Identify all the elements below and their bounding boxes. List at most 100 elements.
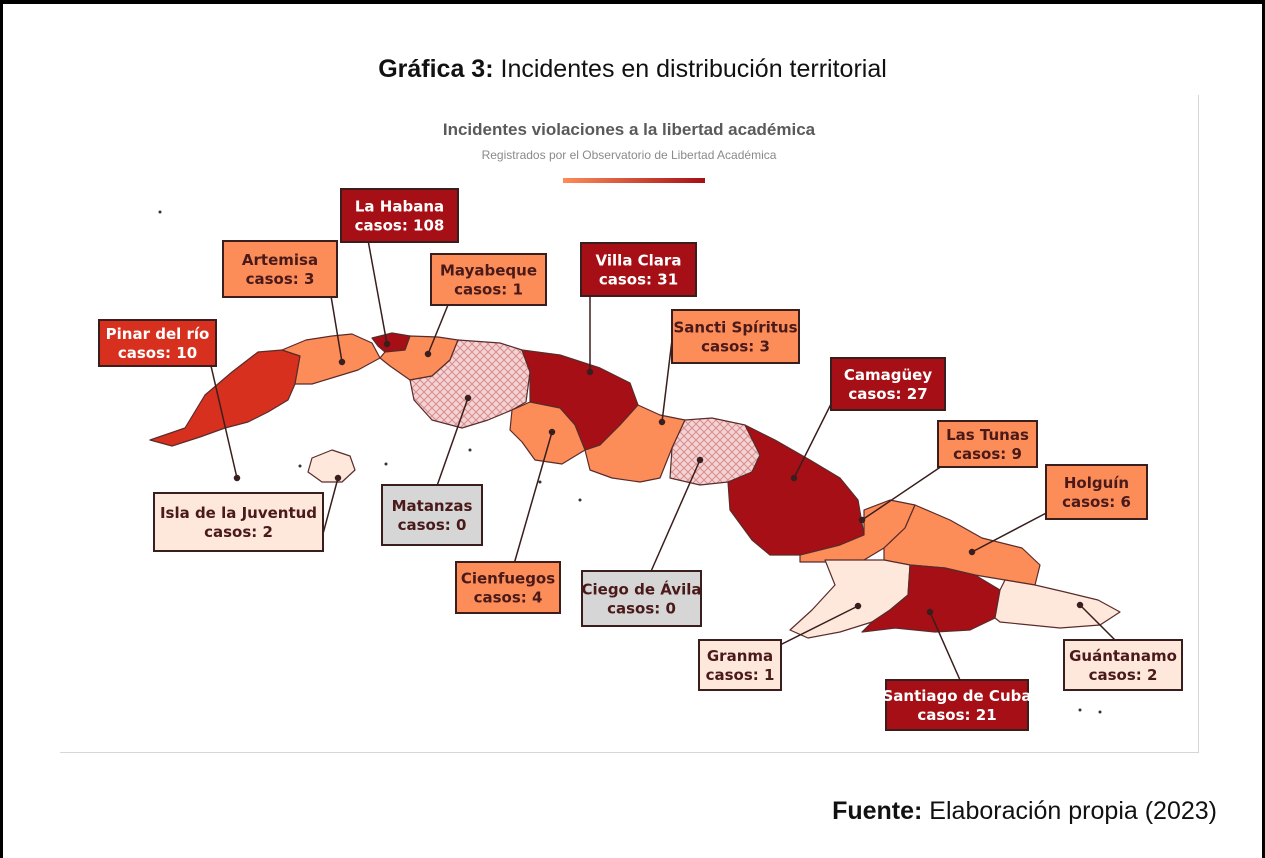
label-background	[1045, 464, 1148, 520]
province-artemisa	[281, 333, 381, 385]
province-name: Mayabeque	[440, 262, 537, 280]
color-legend-bar	[563, 178, 705, 183]
leader-dot-isla-de-la-juventud	[334, 474, 342, 482]
figure-source: Fuente: Elaboración propia (2023)	[832, 797, 1217, 826]
islet-dot	[298, 464, 302, 468]
label-background	[381, 484, 483, 546]
province-cases: casos: 3	[701, 338, 770, 356]
leader-line-granma	[769, 605, 859, 651]
label-background	[698, 639, 782, 691]
islet-dot	[1078, 708, 1082, 712]
leader-dot-cienfuegos	[548, 428, 556, 436]
province-cases: casos: 4	[474, 589, 543, 607]
islet-dot	[384, 462, 388, 466]
islet-dot	[538, 480, 542, 484]
leader-line-matanzas	[431, 397, 469, 501]
leader-dot-matanzas	[464, 394, 472, 402]
province-cases: casos: 108	[355, 217, 445, 235]
figure-caption: Gráfica 3: Incidentes en distribución te…	[0, 55, 1265, 84]
province-name: Camagüey	[844, 366, 932, 384]
islet-dot	[468, 448, 472, 452]
province-cases: casos: 9	[953, 445, 1022, 463]
leader-line-santiago-de-cuba	[929, 611, 961, 681]
province-name: Pinar del río	[106, 325, 210, 343]
province-la-habana	[371, 332, 411, 353]
caption-text: Incidentes en distribución territorial	[493, 55, 887, 83]
map-subtitle: Registrados por el Observatorio de Liber…	[481, 148, 777, 162]
province-cienfuegos	[509, 401, 586, 465]
leader-line-la-habana	[367, 239, 388, 345]
province-cases: casos: 21	[917, 706, 996, 724]
label-background	[830, 357, 946, 411]
province-name: Isla de la Juventud	[160, 504, 317, 522]
leader-dot-granma	[854, 602, 862, 610]
province-name: Villa Clara	[596, 252, 682, 270]
leader-dot-sancti-spiritus	[658, 418, 666, 426]
province-cases: casos: 1	[706, 666, 775, 684]
leader-dot-la-habana	[383, 340, 391, 348]
leader-dot-artemisa	[338, 358, 346, 366]
leader-line-artemisa	[329, 289, 343, 363]
islet-dot	[158, 210, 162, 214]
province-name: Sancti Spíritus	[673, 319, 797, 337]
province-holguin	[883, 504, 1041, 586]
province-cases: casos: 0	[398, 516, 467, 534]
province-name: Guántanamo	[1069, 647, 1177, 665]
label-background	[937, 420, 1038, 468]
leader-dot-ciego-de-avila	[696, 456, 704, 464]
label-background	[581, 570, 702, 627]
province-cases: casos: 27	[848, 385, 927, 403]
map-title: Incidentes violaciones a la libertad aca…	[442, 120, 816, 139]
province-name: Matanzas	[392, 497, 473, 515]
label-background	[885, 679, 1029, 731]
leader-dot-holguin	[968, 548, 976, 556]
province-name: Cienfuegos	[461, 570, 555, 588]
province-cases: casos: 3	[246, 270, 315, 288]
label-background	[98, 319, 217, 367]
province-isla-de-la-juventud	[307, 449, 356, 483]
leader-dot-camaguey	[790, 474, 798, 482]
province-name: La Habana	[355, 198, 444, 216]
islet-dot	[578, 498, 582, 502]
province-name: Santiago de Cuba	[883, 687, 1032, 705]
leader-line-las-tunas	[861, 465, 943, 521]
province-cases: casos: 0	[607, 600, 676, 618]
province-cases: casos: 2	[204, 523, 273, 541]
label-background	[1063, 639, 1183, 691]
leader-dot-santiago-de-cuba	[926, 608, 934, 616]
label-background	[430, 253, 547, 306]
source-text: Elaboración propia (2023)	[922, 797, 1217, 825]
province-cases: casos: 1	[454, 281, 523, 299]
province-cases: casos: 6	[1062, 493, 1131, 511]
leader-line-guantanamo	[1079, 604, 1116, 641]
province-guantanamo	[994, 579, 1121, 629]
leader-dot-guantanamo	[1076, 601, 1084, 609]
source-label: Fuente:	[832, 797, 923, 825]
leader-dot-las-tunas	[858, 516, 866, 524]
leader-line-holguin	[971, 509, 1053, 553]
islet-dot	[1098, 710, 1102, 714]
leader-dot-pinar-del-rio	[233, 474, 241, 482]
province-name: Las Tunas	[946, 426, 1029, 444]
province-name: Granma	[707, 647, 773, 665]
province-name: Artemisa	[242, 251, 318, 269]
leader-line-ciego-de-avila	[644, 459, 701, 586]
leader-line-cienfuegos	[509, 431, 553, 579]
leader-line-sancti-spiritus	[661, 339, 673, 423]
province-cases: casos: 31	[599, 271, 678, 289]
